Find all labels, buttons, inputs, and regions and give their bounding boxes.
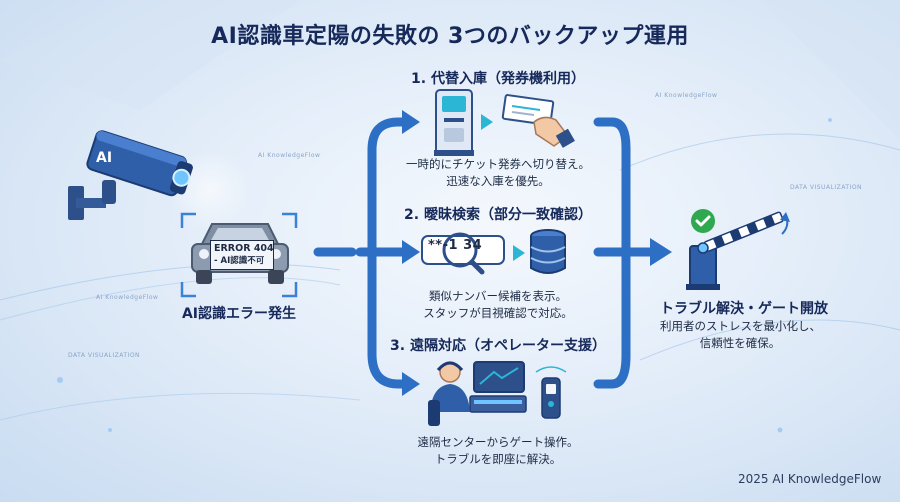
footer-credit: 2025 AI KnowledgeFlow	[738, 472, 882, 486]
error-label: AI認識エラー発生	[181, 306, 297, 322]
step-1-desc-line1: 一時的にチケット発券へ切り替え。	[406, 157, 590, 171]
search-query: **-1 34	[428, 238, 483, 253]
result-desc-line2: 信頼性を確保。	[699, 336, 781, 350]
watermark-label: AI KnowledgeFlow	[655, 92, 718, 99]
operator-icon	[428, 361, 567, 426]
error-code: ERROR 404	[214, 243, 274, 254]
check-icon	[691, 209, 715, 233]
detection-frame	[180, 212, 298, 298]
watermark-label: DATA VISUALIZATION	[68, 352, 141, 359]
result-heading: トラブル解決・ゲート開放	[660, 301, 828, 317]
watermark-label: AI KnowledgeFlow	[96, 294, 159, 301]
page-title: AI認識車定陽の失敗の 3つのバックアップ運用	[211, 24, 689, 49]
ticket-machine-icon	[434, 89, 474, 156]
ticket-hand-icon	[501, 94, 575, 148]
magnifier-icon	[421, 232, 505, 275]
step-1-desc-line2: 迅速な入庫を優先。	[446, 174, 550, 188]
database-icon	[530, 229, 566, 274]
step-2-heading: 2. 曖昧検索（部分一致確認）	[404, 207, 592, 223]
error-message: - AI認識不可	[214, 256, 265, 266]
watermark-label: DATA VISUALIZATION	[790, 184, 863, 191]
gate-barrier-icon	[686, 211, 790, 290]
chevron-right-icon	[481, 114, 493, 130]
camera-label: AI	[96, 150, 113, 166]
chevron-right-icon	[513, 245, 525, 261]
error-screen: ERROR 404 - AI認識不可	[210, 240, 274, 270]
step-3-desc-line1: 遠隔センターからゲート操作。	[417, 435, 579, 449]
step-2-desc-line2: スタッフが目視確認で対応。	[423, 306, 573, 320]
step-2-desc-line1: 類似ナンバー候補を表示。	[429, 289, 567, 303]
step-3-desc-line2: トラブルを即座に解決。	[434, 452, 562, 466]
step-3-heading: 3. 遠隔対応（オペレーター支援）	[390, 338, 606, 354]
camera-icon	[68, 130, 193, 220]
step-1-heading: 1. 代替入庫（発券機利用）	[411, 71, 585, 87]
watermark-label: AI KnowledgeFlow	[258, 152, 321, 159]
result-desc-line1: 利用者のストレスを最小化し、	[660, 319, 821, 333]
